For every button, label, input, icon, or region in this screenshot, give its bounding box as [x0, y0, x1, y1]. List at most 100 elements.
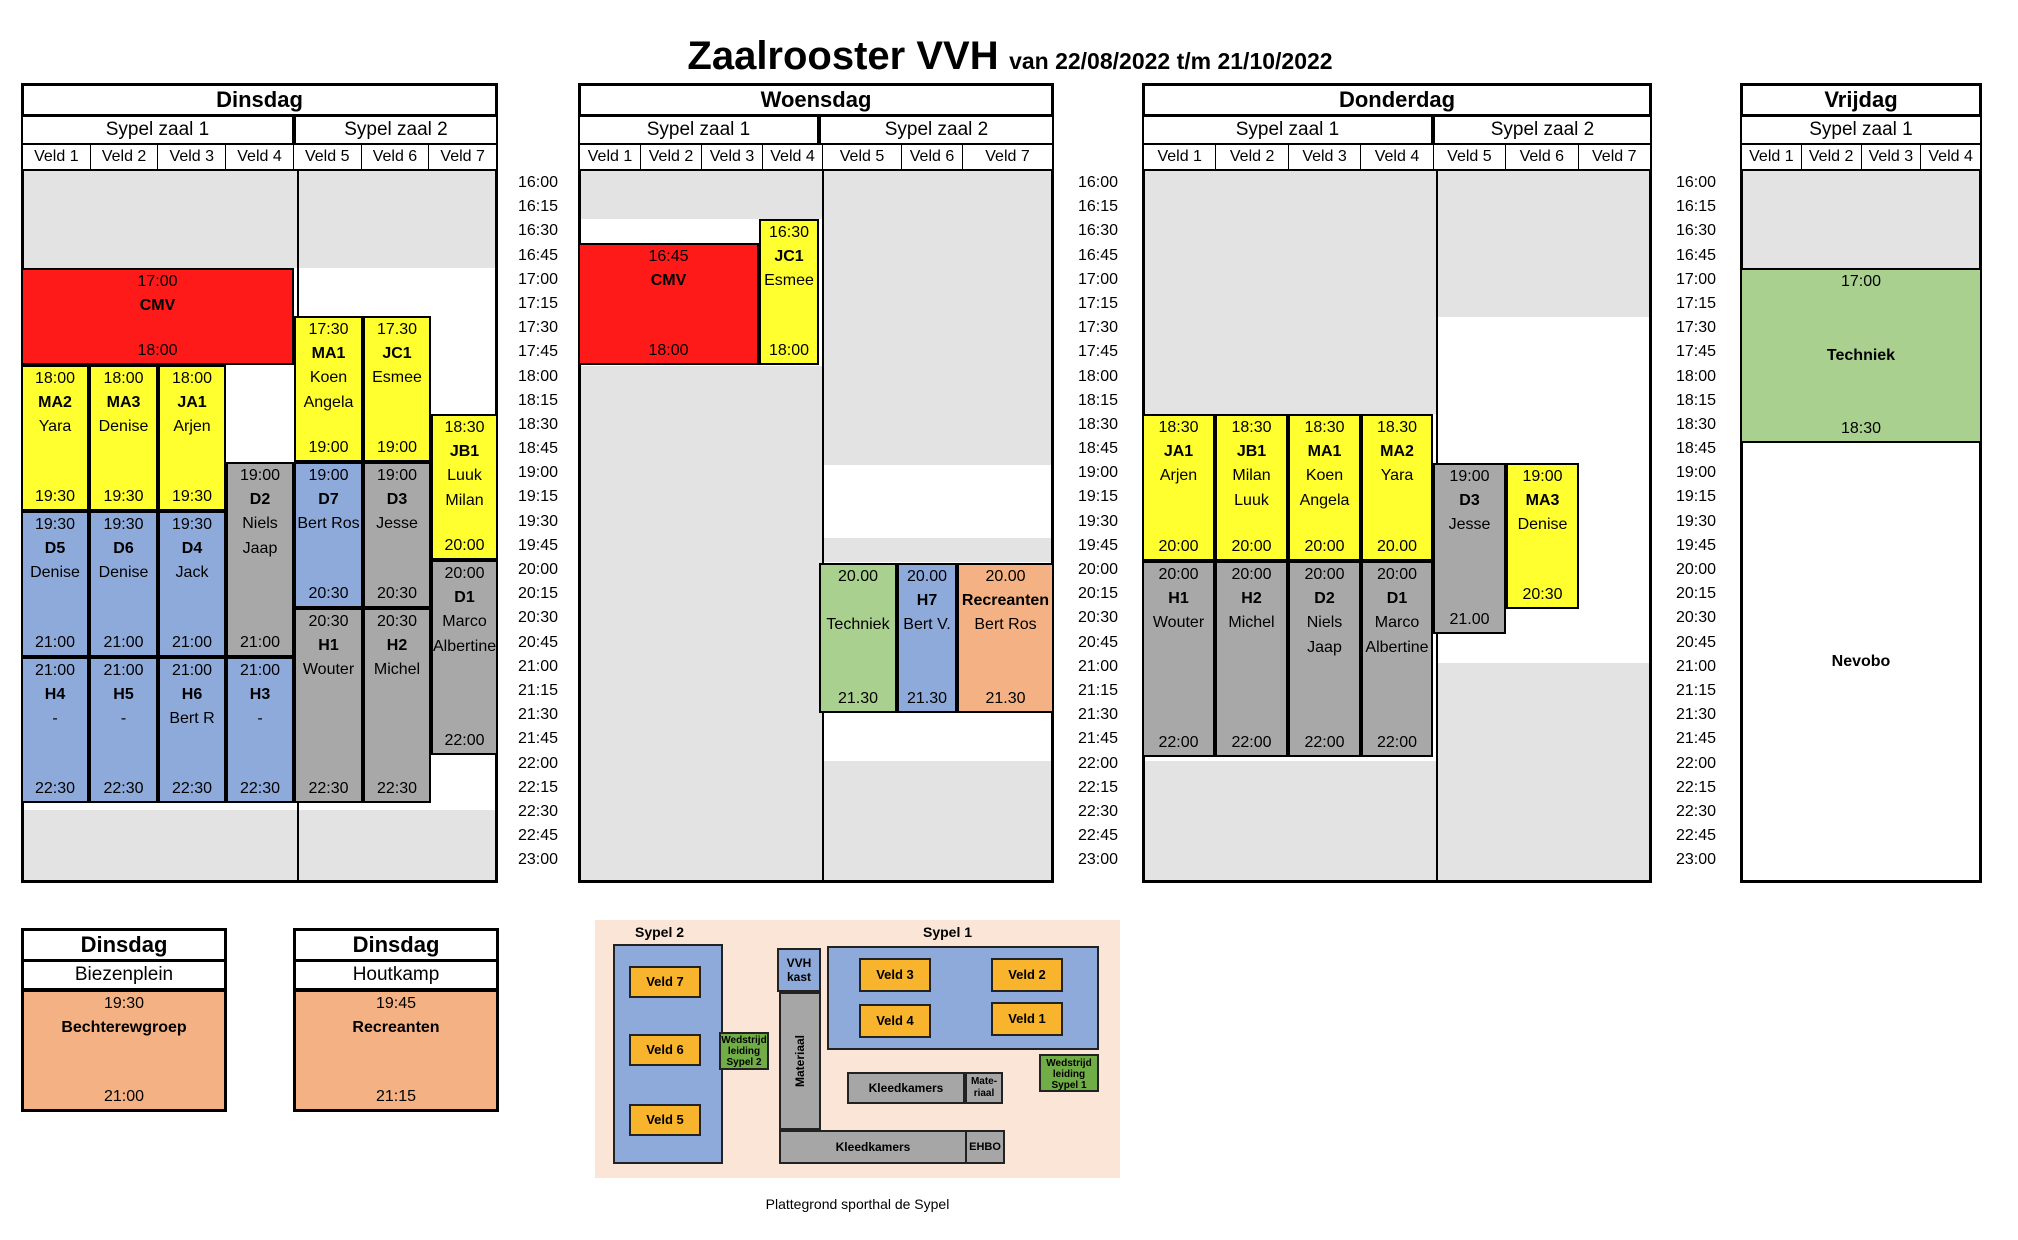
time-label: 20:15	[1675, 585, 1717, 603]
block-start: 18:00	[171, 370, 213, 387]
block-start: 19:00	[1449, 468, 1490, 485]
plan-veld7: Veld 7	[629, 966, 701, 998]
time-label: 17:45	[1077, 343, 1119, 361]
time-label: 16:00	[1077, 174, 1119, 191]
block-team: CMV	[139, 297, 176, 315]
time-label: 17:45	[1675, 343, 1717, 361]
block-h3: 21:00 H3 - 22:30	[226, 657, 294, 803]
veld-label: Veld 7	[962, 145, 1052, 169]
plan-veld3: Veld 3	[859, 958, 931, 992]
block-team: D4	[181, 540, 203, 558]
block-d4: 19:30 D4 Jack 21:00	[158, 511, 226, 657]
block-team: H1	[1168, 590, 1189, 608]
block-end: 20:00	[1231, 537, 1272, 555]
floor-plan: Sypel 2 Sypel 1 Veld 7 Veld 6 Veld 5 Wed…	[595, 920, 1120, 1178]
block-trainer: Milan	[1232, 467, 1271, 485]
time-label: 16:15	[517, 198, 559, 216]
block-h1: 20:30 H1 Wouter 22:30	[294, 608, 363, 803]
block-team: Recreanten	[352, 1019, 440, 1037]
block-team: CMV	[650, 272, 687, 290]
block-start: 21:00	[171, 662, 213, 679]
block-h2: 20:30 H2 Michel 22:30	[363, 608, 431, 803]
time-label: 22:45	[517, 827, 559, 845]
time-label: 17:30	[517, 319, 559, 337]
block-trainer: Koen	[1305, 467, 1344, 485]
time-label: 20:30	[1077, 609, 1119, 627]
block-d6: 19:30 D6 Denise 21:00	[89, 511, 158, 657]
time-label: 17:30	[1077, 319, 1119, 337]
veld-label: Veld 7	[428, 145, 496, 169]
block-team: D6	[113, 540, 134, 558]
block-start: 18.30	[1376, 419, 1418, 436]
time-label: 17:15	[1675, 294, 1717, 312]
block-end: 21.00	[1449, 610, 1490, 628]
block-trainer: Luuk	[447, 467, 482, 485]
block-team: Techniek	[1826, 347, 1896, 365]
block-trainer: -	[120, 710, 127, 728]
block-h4: 21:00 H4 - 22:30	[21, 657, 89, 803]
veld-label: Veld 1	[587, 148, 633, 165]
block-cmv: 16:45 CMV 18:00	[578, 243, 759, 365]
title-range: van 22/08/2022 t/m 21/10/2022	[1009, 48, 1333, 74]
plan-veld5: Veld 5	[629, 1104, 701, 1136]
zaal-header: Sypel zaal 1	[578, 117, 819, 145]
block-start: 18:00	[34, 370, 76, 387]
veld-label: Veld 4	[225, 145, 293, 169]
block-trainer: Esmee	[764, 272, 814, 290]
block-team: MA2	[1380, 443, 1414, 461]
block-trainer: Niels	[242, 515, 278, 533]
block-trainer: Wouter	[1152, 614, 1205, 632]
block-techniek: 17:00 Techniek 18:30	[1740, 268, 1982, 443]
veld-label: Veld 1	[1749, 148, 1794, 165]
time-label: 22:15	[1077, 778, 1119, 796]
block-end: 18:30	[1840, 419, 1882, 437]
time-label: 20:00	[517, 561, 559, 578]
block-d2: 19:00 D2 Niels Jaap 21:00	[226, 462, 294, 657]
block-end: 22:30	[171, 779, 213, 797]
time-label: 16:45	[1675, 246, 1717, 264]
block-trainer: Denise	[30, 564, 80, 582]
block-team: D3	[1459, 492, 1480, 510]
time-label: 22:30	[1675, 802, 1717, 820]
unused-area	[581, 171, 822, 219]
block-ja1: 18:00 JA1 Arjen 19:30	[158, 365, 226, 511]
time-label: 17:00	[517, 270, 559, 288]
block-trainer: Milan	[445, 491, 484, 509]
time-label: 18:45	[1675, 440, 1717, 458]
plan-wedstrijdleiding-2: Wedstrijd leiding Sypel 2	[719, 1032, 769, 1070]
block-h1: 20:00 H1 Wouter 22:00	[1142, 561, 1215, 757]
time-label: 20:15	[517, 585, 559, 603]
time-label: 20:00	[1077, 561, 1119, 578]
block-team: H6	[181, 686, 203, 704]
block-h5: 21:00 H5 - 22:30	[89, 657, 158, 803]
block-end: 21:00	[103, 1087, 145, 1105]
block-ma3: 19:00 MA3 Denise 20:30	[1506, 463, 1579, 609]
block-d7: 19:00 D7 Bert Ros 20:30	[294, 462, 363, 608]
unused-area	[1436, 171, 1649, 317]
time-label: 23:00	[517, 851, 559, 869]
time-label: 17:00	[1675, 270, 1717, 288]
time-label: 17:15	[517, 294, 559, 312]
time-label: 17:45	[517, 343, 559, 361]
time-label: 19:00	[1675, 464, 1717, 482]
time-label: 19:15	[1675, 488, 1717, 506]
block-team: JB1	[1236, 443, 1267, 461]
block-h7: 20.00 H7 Bert V. 21.30	[897, 563, 957, 713]
plan-materiaal: Materiaal	[779, 992, 821, 1130]
block-trainer: -	[257, 710, 263, 728]
time-label: 18:45	[1077, 440, 1119, 458]
block-start: 19:30	[103, 995, 145, 1012]
block-trainer: Albertine	[433, 637, 497, 655]
block-h6: 21:00 H6 Bert R 22:30	[158, 657, 226, 803]
block-end: 22:00	[444, 731, 485, 749]
block-start: 19:30	[171, 516, 213, 533]
block-start: 16:30	[768, 224, 810, 241]
time-label: 21:15	[517, 681, 559, 699]
block-team: H5	[113, 686, 134, 704]
block-start: 18:30	[444, 419, 485, 436]
block-team: D2	[249, 491, 271, 509]
time-label: 17:30	[1675, 319, 1717, 337]
veld-row: Veld 1 Veld 2 Veld 3 Veld 4	[1740, 145, 1982, 171]
